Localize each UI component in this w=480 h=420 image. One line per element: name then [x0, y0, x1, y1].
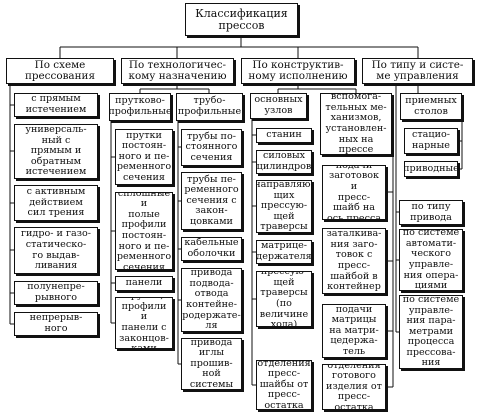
c2a-item: прутки, профили и панели с законцов- кам… — [115, 297, 173, 349]
c1-item: полунепре- рывного — [14, 281, 98, 305]
c4-item: по системе управле- ния пара- метрами пр… — [399, 295, 463, 369]
c1-item: универсаль- ный с прямым и обратным исте… — [14, 124, 98, 179]
c3a-item: направляю- щих прессую- щей траверсы — [256, 180, 312, 233]
c3-group-header: основных узлов — [250, 93, 307, 119]
c3a-item: отделения пресс- шайбы от пресс- остатка — [256, 360, 312, 410]
c1-item: гидро- и газо- статическо- го выдав- лив… — [14, 227, 98, 274]
c2-group-header: прутково- профильные — [109, 93, 171, 121]
col2-header: По технологичес- кому назначению — [121, 58, 234, 84]
c2-group-header: трубо- профильные — [176, 93, 243, 121]
col1-header: По схеме прессования — [6, 58, 114, 84]
c3a-item: станин — [256, 128, 312, 143]
c2b-item: привода иглы прошив- ной системы — [181, 338, 242, 390]
c2a-item: прутки постоян- ного и пе- ременного сеч… — [115, 129, 173, 185]
c4-group-header: приемных столов — [400, 93, 462, 120]
c4-item: по системе автомати- ческого управле- ни… — [399, 229, 463, 291]
c4-item: по типу привода — [399, 200, 463, 225]
c1-item: с прямым истечением — [14, 93, 98, 117]
c3b-item: заталкива- ния заго- товок с пресс- шайб… — [322, 228, 386, 294]
c2a-item: панели — [115, 276, 173, 291]
c4-sub-item: приводные — [404, 161, 458, 177]
c3a-item: матрице- держателя — [256, 240, 312, 264]
c2b-item: трубы по- стоянного сечения — [181, 129, 242, 166]
c4-sub-item: стацио- нарные — [404, 128, 458, 154]
root-node: Классификация прессов — [185, 3, 298, 36]
col3-header: По конструктив- ному исполнению — [241, 58, 355, 84]
c1-item: непрерыв- ного — [14, 312, 98, 336]
c3b-item: подачи матрицы на матри- цедержа- тель — [322, 304, 386, 358]
c3a-item: силовых цилиндров — [256, 150, 312, 174]
c3b-item: подачи заготовок и пресс- шайб на ось пр… — [322, 165, 386, 220]
c3a-item: прессую- щей траверсы (по величине хода) — [256, 271, 312, 327]
c2a-item: сплошные и полые профили постоян- ного и… — [115, 192, 173, 270]
c2b-item: трубы пе- ременного сечения с закон- цов… — [181, 172, 242, 230]
c2b-item: привода подвода- отвода контейне- родерж… — [181, 268, 242, 332]
c3-group-header: вспомога- тельных ме- ханизмов, установл… — [320, 93, 392, 155]
c3b-item: отделения готового изделия от пресс- ост… — [322, 364, 386, 410]
c1-item: с активным действием сил трения — [14, 185, 98, 221]
c2b-item: кабельные оболочки — [181, 237, 242, 261]
col4-header: По типу и систе- ме управления — [362, 58, 473, 84]
